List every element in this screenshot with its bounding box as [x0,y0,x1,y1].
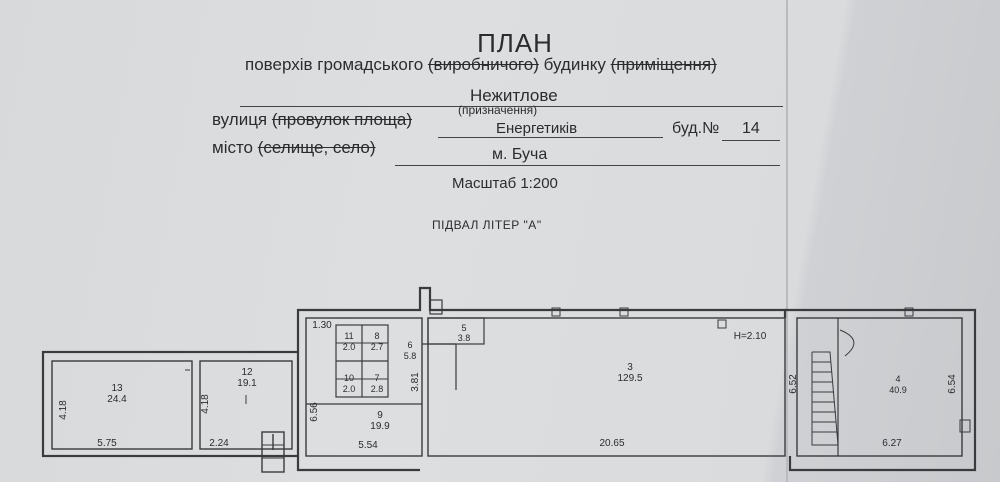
purpose-value: Нежитлове [470,86,558,105]
room-5-wall [427,317,485,345]
dim-room-4-width: 6.27 [882,438,902,449]
room-labels: 13 24.4 12 19.1 11 2.0 8 2.7 10 2.0 7 2.… [107,323,907,432]
house-underline [722,140,780,141]
room-13-wall [51,360,193,450]
plan-title: ПЛАН [477,28,553,58]
dim-room-13-width: 5.75 [97,438,117,449]
ceiling-height: H=2.10 [734,331,767,342]
room-3-wall [427,317,786,457]
struck-production: (виробничого) [427,55,539,74]
struck-premises: (приміщення) [610,55,717,74]
house-label: буд.№ [672,120,720,137]
dim-room-9-height: 6.56 [309,402,320,422]
house-number: 14 [742,120,760,137]
room-7-area: 2.8 [371,384,384,394]
dim-corridor: 1.30 [312,320,332,331]
street-value: Енергетиків [496,120,578,137]
struck-lane-square: (провулок площа) [271,110,413,129]
city-label-line: місто (селище, село) [212,138,376,158]
building-type-line: поверхів громадського (виробничого) буди… [245,55,717,75]
room-12-wall [199,360,293,450]
room-6-area: 5.8 [404,351,417,361]
room-8-number: 8 [374,331,379,341]
room-9-number: 9 [377,410,383,421]
paper-fold [786,0,788,482]
top-wall [296,286,787,352]
room-12-area: 19.1 [237,378,257,389]
room-9-area: 19.9 [370,421,390,432]
dim-stair-height: 6.52 [788,374,799,394]
room-13-area: 24.4 [107,394,127,405]
street-label-line: вулиця (провулок площа) [212,110,412,130]
room-8-area: 2.7 [371,342,384,352]
wc-block-wall [305,317,423,457]
purpose-caption: (призначення) [458,103,538,117]
room-4-area: 40.9 [889,385,907,395]
room-3-number: 3 [627,362,633,373]
stairs-right [811,329,855,446]
building-type-text: поверхів громадського [245,55,424,74]
room-4-number: 4 [895,374,900,384]
city-label: місто [212,138,254,157]
level-label: ПІДВАЛ ЛІТЕР "А" [432,218,542,232]
dim-room-9-width: 5.54 [358,440,378,451]
dim-room-6-height: 3.81 [410,372,421,392]
dim-room-13-height: 4.18 [58,400,69,420]
room-10-area: 2.0 [343,384,356,394]
building-word: будинку [543,55,606,74]
dimension-labels: 4.18 5.75 4.18 2.24 1.30 6.56 5.54 3.81 … [58,320,958,451]
room-7-number: 7 [374,373,379,383]
scale-label: Масштаб 1:200 [452,175,558,192]
dim-room-4-height: 6.54 [947,374,958,394]
room-6-number: 6 [407,340,412,350]
dim-room-12-height: 4.18 [200,394,211,414]
room-11-number: 11 [344,331,353,341]
room-10-number: 10 [344,373,354,383]
struck-village: (селище, село) [257,138,376,157]
outer-walls [41,286,977,473]
room-11-area: 2.0 [343,342,356,352]
room-12-number: 12 [241,367,253,378]
room-5-area: 3.8 [458,333,471,343]
room-13-number: 13 [111,383,123,394]
city-value: м. Буча [492,146,548,163]
purpose-underline [240,106,783,107]
stairs-bottom [261,431,285,473]
city-underline [395,165,780,166]
street-label: вулиця [212,110,268,129]
room-4-wall [796,317,963,457]
dim-room-3-width: 20.65 [599,438,624,449]
dim-room-12-width: 2.24 [209,438,229,449]
right-block-wall [785,308,977,472]
street-underline [438,137,663,138]
bottom-wall-left [296,456,420,472]
left-block-wall [41,350,300,458]
room-3-area: 129.5 [617,373,642,384]
room-5-number: 5 [461,323,466,333]
